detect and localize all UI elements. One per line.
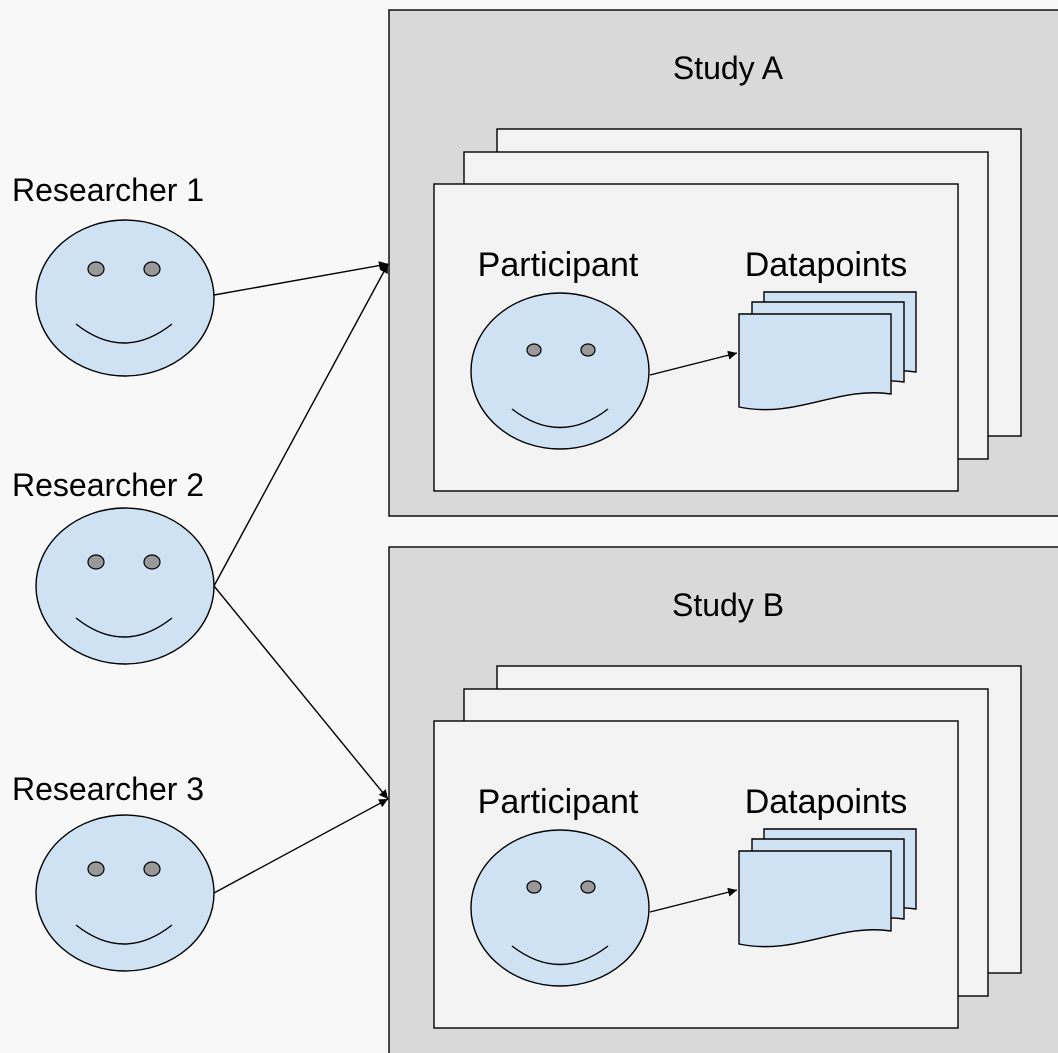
- study-a-participant-label: Participant: [478, 246, 639, 284]
- researcher-1-label: Researcher 1: [12, 172, 204, 208]
- arrow-researcher-1-to-study-a: [213, 261, 389, 296]
- arrow-researcher-2-to-study-b: [213, 585, 389, 800]
- study-a-datapoints-label: Datapoints: [745, 246, 908, 284]
- researcher-2-face-icon: [35, 507, 215, 665]
- study-b-participant-face-icon: [470, 829, 650, 987]
- arrow-researcher-3-to-study-b: [213, 798, 389, 894]
- study-a-participant-card: Participant Datapoints: [433, 183, 959, 492]
- researcher-3: Researcher 3: [12, 771, 215, 972]
- study-b-participant-card: Participant Datapoints: [433, 720, 959, 1029]
- researcher-2: Researcher 2: [12, 467, 215, 665]
- study-b-datapoints-document-stack-icon: [738, 828, 917, 948]
- study-a-datapoints-document-stack-icon: [738, 291, 917, 411]
- study-b-datapoints-label: Datapoints: [745, 783, 908, 821]
- study-a-participant-face-icon: [470, 292, 650, 450]
- arrow-participant-to-datapoints-b: [649, 887, 738, 913]
- study-b-participant-label: Participant: [478, 783, 639, 821]
- researcher-3-face-icon: [35, 814, 215, 972]
- researcher-1: Researcher 1: [12, 172, 215, 377]
- researcher-2-label: Researcher 2: [12, 467, 204, 503]
- study-b: Study B Participant Datapoints: [388, 546, 1058, 1053]
- researcher-3-label: Researcher 3: [12, 771, 204, 807]
- arrow-participant-to-datapoints-a: [649, 350, 738, 376]
- arrow-researcher-2-to-study-a: [213, 263, 389, 587]
- researcher-1-face-icon: [35, 219, 215, 377]
- study-a: Study A Participant Datapoints: [388, 9, 1058, 517]
- study-a-title: Study A: [673, 50, 784, 86]
- study-b-title: Study B: [672, 587, 784, 623]
